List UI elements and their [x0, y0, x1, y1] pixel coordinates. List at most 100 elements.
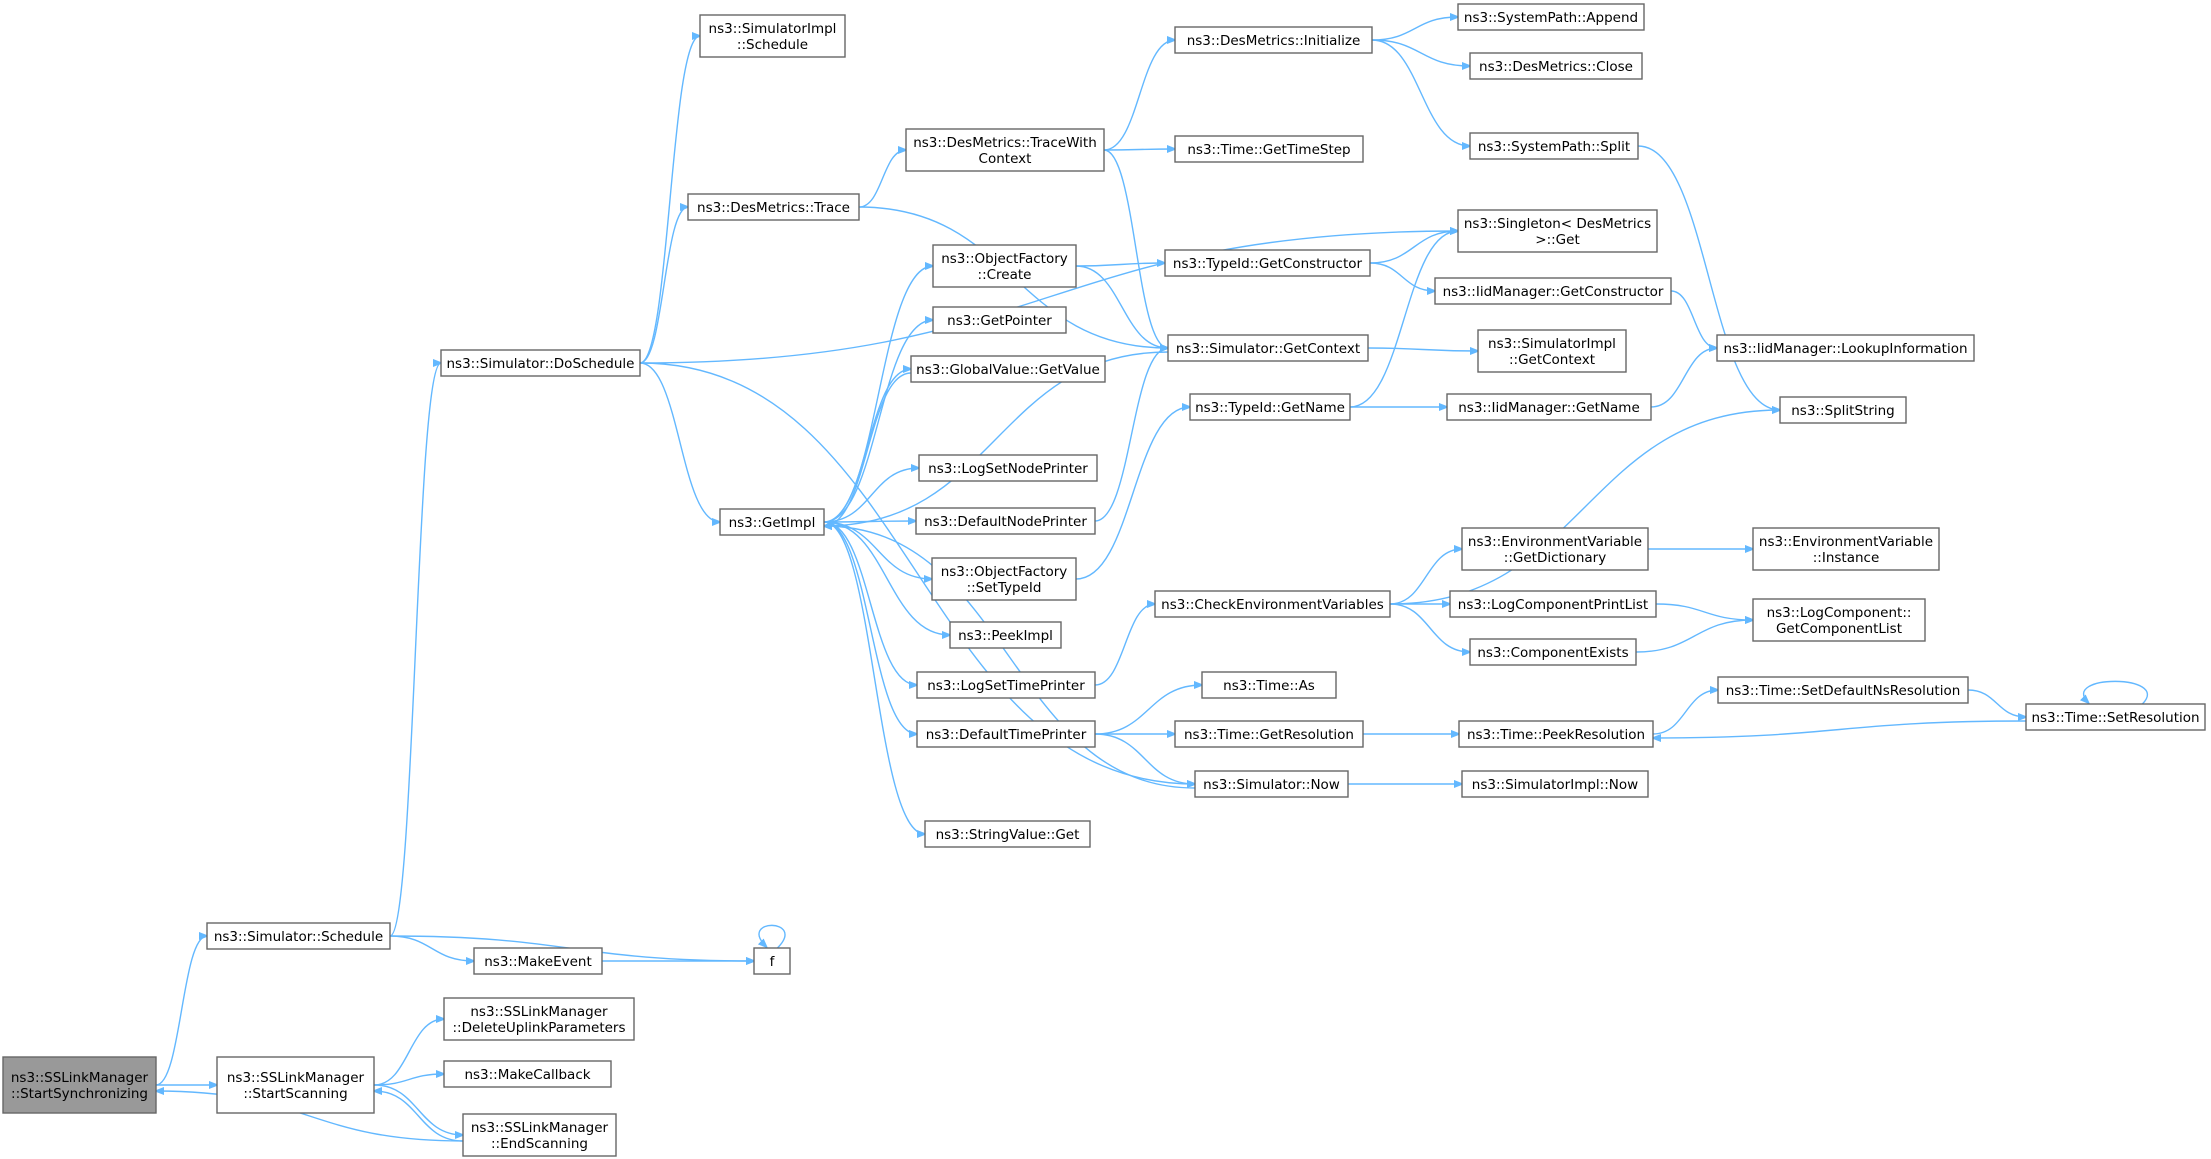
node-box[interactable]	[932, 244, 1077, 288]
node-box[interactable]	[931, 557, 1077, 601]
node-box[interactable]	[1174, 720, 1364, 748]
node-pathAppend[interactable]: ns3::SystemPath::Append	[1457, 3, 1645, 31]
node-box[interactable]	[1752, 598, 1926, 642]
node-box[interactable]	[1434, 277, 1672, 305]
node-box[interactable]	[1716, 334, 1975, 362]
node-logCompPrint[interactable]: ns3::LogComponentPrintList	[1449, 590, 1657, 618]
node-implNow[interactable]: ns3::SimulatorImpl::Now	[1461, 770, 1649, 798]
node-box[interactable]	[910, 355, 1106, 383]
node-desTrace[interactable]: ns3::DesMetrics::Trace	[687, 193, 860, 221]
node-simImplSchedule[interactable]: ns3::SimulatorImpl::Schedule	[699, 14, 846, 58]
node-box[interactable]	[1194, 770, 1349, 798]
node-f[interactable]: f	[753, 947, 791, 975]
node-box[interactable]	[719, 508, 825, 536]
node-startSync[interactable]: ns3::SSLinkManager::StartSynchronizing	[2, 1056, 157, 1114]
node-simNow[interactable]: ns3::Simulator::Now	[1194, 770, 1349, 798]
node-getResolution[interactable]: ns3::Time::GetResolution	[1174, 720, 1364, 748]
node-box[interactable]	[949, 621, 1062, 649]
node-box[interactable]	[687, 193, 860, 221]
node-ofSetTypeId[interactable]: ns3::ObjectFactory::SetTypeId	[931, 557, 1077, 601]
node-box[interactable]	[1174, 135, 1364, 163]
node-checkEnv[interactable]: ns3::CheckEnvironmentVariables	[1154, 590, 1391, 618]
node-timeAs[interactable]: ns3::Time::As	[1201, 671, 1337, 699]
node-box[interactable]	[905, 128, 1105, 172]
node-logSetTime[interactable]: ns3::LogSetTimePrinter	[916, 671, 1096, 699]
node-box[interactable]	[918, 454, 1098, 482]
node-box[interactable]	[216, 1056, 375, 1114]
node-strGet[interactable]: ns3::StringValue::Get	[924, 820, 1091, 848]
node-peekImpl[interactable]: ns3::PeekImpl	[949, 621, 1062, 649]
node-ofCreate[interactable]: ns3::ObjectFactory::Create	[932, 244, 1077, 288]
node-box[interactable]	[932, 306, 1067, 334]
node-box[interactable]	[1779, 396, 1907, 424]
node-iidCtor[interactable]: ns3::IidManager::GetConstructor	[1434, 277, 1672, 305]
node-box[interactable]	[440, 349, 641, 377]
node-box[interactable]	[206, 922, 391, 950]
node-desClose[interactable]: ns3::DesMetrics::Close	[1469, 52, 1643, 80]
node-box[interactable]	[1752, 527, 1940, 571]
node-typeIdCtor[interactable]: ns3::TypeId::GetConstructor	[1164, 249, 1371, 277]
node-box[interactable]	[1446, 393, 1652, 421]
node-simSchedule[interactable]: ns3::Simulator::Schedule	[206, 922, 391, 950]
node-box[interactable]	[2, 1056, 157, 1114]
node-defaultTime[interactable]: ns3::DefaultTimePrinter	[916, 720, 1096, 748]
node-box[interactable]	[1167, 334, 1369, 362]
node-simGetContext[interactable]: ns3::Simulator::GetContext	[1167, 334, 1369, 362]
node-box[interactable]	[1469, 52, 1643, 80]
node-box[interactable]	[915, 507, 1096, 535]
node-box[interactable]	[1461, 770, 1649, 798]
node-defaultNode[interactable]: ns3::DefaultNodePrinter	[915, 507, 1096, 535]
node-setResolution[interactable]: ns3::Time::SetResolution	[2025, 703, 2206, 731]
node-envInstance[interactable]: ns3::EnvironmentVariable::Instance	[1752, 527, 1940, 571]
node-box[interactable]	[473, 947, 603, 975]
node-singletonGet[interactable]: ns3::Singleton< DesMetrics >::Get	[1457, 209, 1658, 253]
node-timeStep[interactable]: ns3::Time::GetTimeStep	[1174, 135, 1364, 163]
node-box[interactable]	[1201, 671, 1337, 699]
node-startScanning[interactable]: ns3::SSLinkManager::StartScanning	[216, 1056, 375, 1114]
node-box[interactable]	[1449, 590, 1657, 618]
node-box[interactable]	[443, 997, 635, 1041]
node-box[interactable]	[916, 720, 1096, 748]
node-box[interactable]	[916, 671, 1096, 699]
node-setDefaultNs[interactable]: ns3::Time::SetDefaultNsResolution	[1717, 676, 1969, 704]
node-pathSplit[interactable]: ns3::SystemPath::Split	[1469, 132, 1639, 160]
node-box[interactable]	[753, 947, 791, 975]
node-box[interactable]	[1469, 638, 1637, 666]
node-splitString[interactable]: ns3::SplitString	[1779, 396, 1907, 424]
node-logCompList[interactable]: ns3::LogComponent::GetComponentList	[1752, 598, 1926, 642]
node-deleteUplink[interactable]: ns3::SSLinkManager::DeleteUplinkParamete…	[443, 997, 635, 1041]
node-logSetNode[interactable]: ns3::LogSetNodePrinter	[918, 454, 1098, 482]
node-makeEvent[interactable]: ns3::MakeEvent	[473, 947, 603, 975]
node-desInitialize[interactable]: ns3::DesMetrics::Initialize	[1174, 26, 1373, 54]
node-box[interactable]	[1458, 720, 1654, 748]
node-getPointer[interactable]: ns3::GetPointer	[932, 306, 1067, 334]
node-box[interactable]	[1174, 26, 1373, 54]
node-lookupInfo[interactable]: ns3::IidManager::LookupInformation	[1716, 334, 1975, 362]
node-makeCallback[interactable]: ns3::MakeCallback	[443, 1060, 612, 1088]
node-iidGetName[interactable]: ns3::IidManager::GetName	[1446, 393, 1652, 421]
node-typeIdGetName[interactable]: ns3::TypeId::GetName	[1189, 393, 1351, 421]
node-box[interactable]	[1469, 132, 1639, 160]
node-envGetDict[interactable]: ns3::EnvironmentVariable::GetDictionary	[1461, 527, 1649, 571]
node-box[interactable]	[1717, 676, 1969, 704]
node-endScanning[interactable]: ns3::SSLinkManager::EndScanning	[462, 1113, 617, 1157]
node-box[interactable]	[2025, 703, 2206, 731]
node-implGetContext[interactable]: ns3::SimulatorImpl::GetContext	[1477, 329, 1627, 373]
node-gvGetValue[interactable]: ns3::GlobalValue::GetValue	[910, 355, 1106, 383]
node-box[interactable]	[924, 820, 1091, 848]
node-box[interactable]	[462, 1113, 617, 1157]
node-getImpl[interactable]: ns3::GetImpl	[719, 508, 825, 536]
node-box[interactable]	[699, 14, 846, 58]
node-box[interactable]	[1457, 3, 1645, 31]
node-box[interactable]	[1461, 527, 1649, 571]
node-compExists[interactable]: ns3::ComponentExists	[1469, 638, 1637, 666]
node-box[interactable]	[1164, 249, 1371, 277]
node-box[interactable]	[1189, 393, 1351, 421]
node-box[interactable]	[1154, 590, 1391, 618]
node-doSchedule[interactable]: ns3::Simulator::DoSchedule	[440, 349, 641, 377]
node-peekResolution[interactable]: ns3::Time::PeekResolution	[1458, 720, 1654, 748]
node-box[interactable]	[1457, 209, 1658, 253]
node-box[interactable]	[1477, 329, 1627, 373]
node-box[interactable]	[443, 1060, 612, 1088]
